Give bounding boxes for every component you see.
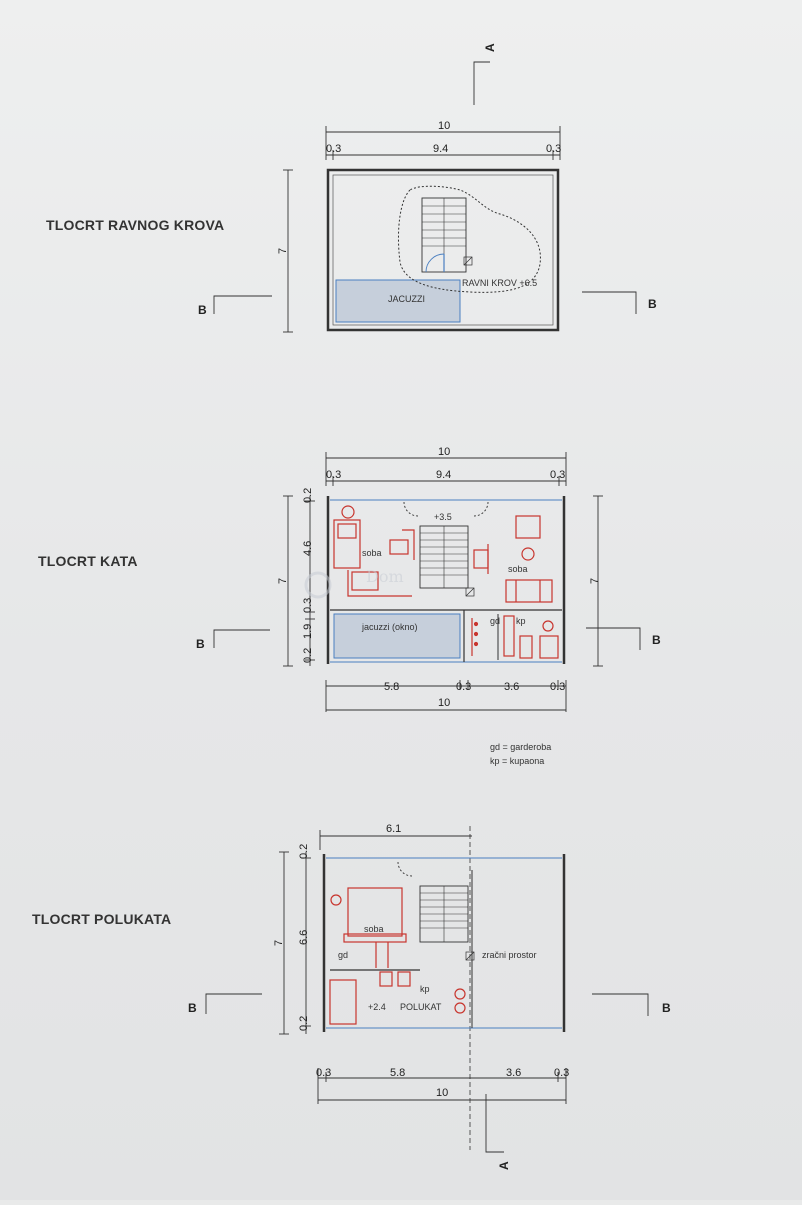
floor-kp-label: kp (516, 616, 526, 626)
mezz-void-label: zračni prostor (482, 950, 537, 960)
floor-dim-v3: 0.3 (302, 598, 314, 613)
floor-level-label: +3.5 (434, 512, 452, 522)
legend-gd: gd = garderoba (490, 742, 551, 752)
floor-dim-bottom1: 5.8 (384, 681, 399, 693)
roof-dim-top-right: 0.3 (546, 143, 561, 155)
mezz-gd-label: gd (338, 950, 348, 960)
roof-dim-top-total: 10 (438, 120, 450, 132)
mezz-dim-bottom-total: 10 (436, 1087, 448, 1099)
floor-dim-v2: 4.6 (302, 541, 314, 556)
mezz-dim-v1: 0.2 (298, 844, 310, 859)
mezz-dim-bottom3: 3.6 (506, 1067, 521, 1079)
floor-dim-v5: 0.2 (302, 648, 314, 663)
floor-dim-top-right: 0.3 (550, 469, 565, 481)
floor-room2-label: soba (508, 564, 528, 574)
roof-dim-left: 7 (277, 248, 289, 254)
floor-dim-v1: 0.2 (302, 488, 314, 503)
floor-dim-v4: 1.9 (302, 624, 314, 639)
mezz-section-b-right: B (662, 1001, 671, 1015)
mezz-polukat-label: POLUKAT (400, 1002, 442, 1012)
section-a-label-top: A (483, 43, 497, 52)
plan-floor-title: TLOCRT KATA (38, 553, 138, 569)
section-a-label-bottom: A (497, 1161, 511, 1170)
section-mark-a-top: A (473, 43, 497, 105)
floor-dim-bottom2: 0.3 (456, 681, 471, 693)
mezz-dim-bottom2: 5.8 (390, 1067, 405, 1079)
plan-mezzanine: TLOCRT POLUKATA 6.1 7 0.2 6.6 0.2 (32, 823, 671, 1150)
mezz-dim-left-total: 7 (273, 940, 285, 946)
section-mark-a-bottom: A (485, 1094, 511, 1170)
floor-jacuzzi-label: jacuzzi (okno) (361, 622, 418, 632)
plan-floor: TLOCRT KATA 10 0.3 9.4 0.3 7 0.2 4.6 0.3… (38, 446, 661, 766)
plan-roof-title: TLOCRT RAVNOG KROVA (46, 217, 224, 233)
mezz-dim-bottom4: 0.3 (554, 1067, 569, 1079)
floor-dim-bottom4: 0.3 (550, 681, 565, 693)
floor-section-b-left: B (196, 637, 205, 651)
floor-gd-label: gd (490, 616, 500, 626)
svg-text:Dom: Dom (366, 567, 404, 586)
roof-jacuzzi-label: JACUZZI (388, 294, 425, 304)
floor-dim-bottom-total: 10 (438, 697, 450, 709)
mezz-section-b-left: B (188, 1001, 197, 1015)
mezz-room-label: soba (364, 924, 384, 934)
floor-dim-top-mid: 9.4 (436, 469, 451, 481)
roof-section-b-right: B (648, 297, 657, 311)
mezz-dim-v2: 6.6 (298, 930, 310, 945)
floor-dim-left-total: 7 (277, 578, 289, 584)
mezz-level-label: +2.4 (368, 1002, 386, 1012)
mezz-dim-v3: 0.2 (298, 1016, 310, 1031)
legend-kp: kp = kupaona (490, 756, 544, 766)
mezz-kp-label: kp (420, 984, 430, 994)
floor-room1-label: soba (362, 548, 382, 558)
watermark-logo: Dom (304, 567, 404, 599)
roof-dim-top-mid: 9.4 (433, 143, 448, 155)
mezz-dim-top: 6.1 (386, 823, 401, 835)
roof-dim-top-left: 0.3 (326, 143, 341, 155)
plan-roof: TLOCRT RAVNOG KROVA 10 0.3 9.4 0.3 7 JAC… (46, 120, 657, 333)
floor-dim-top-total: 10 (438, 446, 450, 458)
floor-section-b-right: B (652, 633, 661, 647)
mezz-dim-bottom1: 0.3 (316, 1067, 331, 1079)
floor-dim-bottom3: 3.6 (504, 681, 519, 693)
plan-mezzanine-title: TLOCRT POLUKATA (32, 911, 171, 927)
floor-dim-right-total: 7 (589, 578, 601, 584)
floor-dim-top-left: 0.3 (326, 469, 341, 481)
roof-level-label: RAVNI KROV +6.5 (462, 278, 537, 288)
roof-section-b-left: B (198, 303, 207, 317)
